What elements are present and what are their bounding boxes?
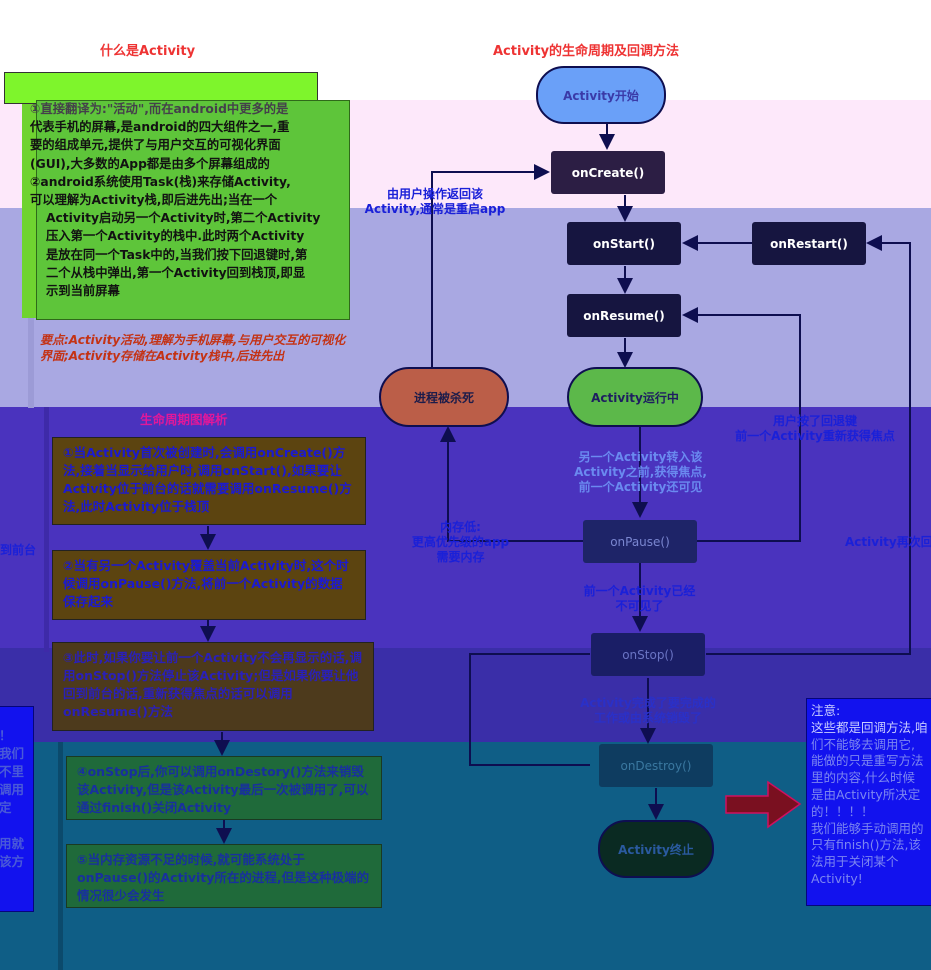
low-mem-line-3: 需要内存: [436, 550, 485, 564]
activity-start-node: Activity开始: [536, 66, 666, 124]
intro-box-side: [22, 104, 36, 318]
fragment-line: 定: [0, 800, 12, 815]
step-box-2: ②当有另一个Activity覆盖当前Activity时,这个时候调用onPaus…: [52, 550, 366, 620]
another-line-2: Activity之前,获得焦点,: [574, 465, 707, 479]
intro-line: 可以理解为Activity栈,即后进先出;当在一个: [30, 193, 278, 208]
fragment-line: 该方: [0, 854, 25, 869]
low-memory-label: 内存低: 更高优先级的app 需要内存: [398, 520, 523, 565]
activity-running-node: Activity运行中: [567, 367, 703, 427]
intro-line: 是放在同一个Task中的,当我们按下回退键时,第: [46, 247, 308, 262]
left-fragment-box: ！ 我们 不里 调用 定 用就 该方: [0, 706, 34, 912]
note-box: 注意: 这些都是回调方法,咱 们不能够去调用它, 能做的只是重写方法 里的内容,…: [806, 698, 931, 906]
fragment-line: 我们: [0, 746, 25, 761]
step-box-1: ①当Activity首次被创建时,会调用onCreate()方法,接着当显示给用…: [52, 437, 366, 525]
note-line: 能做的只是重写方法: [811, 753, 924, 769]
note-line: Activity!: [811, 870, 863, 886]
note-line: 我们能够手动调用的: [811, 820, 924, 836]
onstart-node: onStart(): [567, 222, 681, 265]
onrestart-node: onRestart(): [752, 222, 866, 265]
onresume-node: onResume(): [567, 294, 681, 337]
key-point: 要点:Activity活动,理解为手机屏幕,与用户交互的可视化界面;Activi…: [40, 333, 346, 363]
note-line: 法用于关闭某个: [811, 854, 899, 870]
user-back-line-2: 前一个Activity重新获得焦点: [735, 429, 895, 443]
note-line: 这些都是回调方法,咱: [811, 719, 928, 735]
onpause-node: onPause(): [583, 520, 697, 563]
back-return-line-1: 由用户操作返回该: [386, 187, 483, 201]
activity-end-node: Activity终止: [598, 820, 714, 878]
band-divider: [58, 742, 63, 970]
not-visible-label: 前一个Activity已经 不可见了: [572, 584, 707, 614]
note-line: 们不能够去调用它,: [811, 736, 915, 752]
another-line-1: 另一个Activity转入该: [578, 450, 703, 464]
note-line: 是由Activity所决定: [811, 786, 921, 802]
intro-line: ①直接翻译为:"活动",而在android中更多的是: [30, 102, 289, 116]
oncreate-node: onCreate(): [551, 151, 665, 194]
step-box-4: ④onStop后,你可以调用onDestory()方法来销毁该Activity,…: [66, 756, 382, 820]
ondestroy-node: onDestroy(): [599, 744, 713, 787]
finished-line-1: Activity完成了要完成的: [580, 696, 716, 710]
intro-line: (GUI),大多数的App都是由多个屏幕组成的: [30, 156, 270, 171]
intro-line: 压入第一个Activity的栈中.此时两个Activity: [46, 229, 305, 244]
user-back-label: 用户按了回退键 前一个Activity重新获得焦点: [720, 414, 910, 444]
to-front-label: 到前台: [0, 543, 37, 557]
intro-line: 要的组成单元,提供了与用户交互的可视化界面: [30, 138, 281, 153]
low-mem-line-2: 更高优先级的app: [411, 535, 510, 549]
lifecycle-heading: 生命周期图解析: [140, 412, 228, 427]
another-activity-label: 另一个Activity转入该 Activity之前,获得焦点, 前一个Activ…: [563, 450, 718, 495]
fragment-line: 用就: [0, 836, 25, 851]
note-line: 只有finish()方法,该: [811, 837, 921, 853]
fragment-line: ！: [0, 728, 12, 743]
user-back-line-1: 用户按了回退键: [772, 414, 857, 428]
finished-label: Activity完成了要完成的 工作或由系统销毁了: [568, 696, 728, 726]
intro-line: 示到当前屏幕: [46, 284, 120, 299]
another-line-3: 前一个Activity还可见: [578, 480, 703, 494]
fragment-line: 调用: [0, 782, 25, 797]
band-divider: [44, 407, 49, 652]
intro-box: [36, 100, 350, 320]
intro-line: 代表手机的屏幕,是android的四大组件之一,重: [30, 120, 290, 135]
intro-line: ②android系统使用Task(栈)来存储Activity,: [30, 174, 291, 189]
again-front-label: Activity再次回: [845, 535, 931, 549]
intro-text: ①直接翻译为:"活动",而在android中更多的是 代表手机的屏幕,是andr…: [30, 100, 352, 320]
low-mem-line-1: 内存低:: [440, 520, 481, 534]
note-line: 注意:: [811, 703, 841, 718]
right-arrow-icon: [725, 780, 802, 829]
back-return-line-2: Activity,通常是重启app: [364, 202, 506, 216]
not-visible-line-2: 不可见了: [615, 599, 664, 613]
fragment-line: 不里: [0, 764, 25, 779]
step-box-3: ③此时,如果你要让前一个Activity不会再显示的话,调用onStop()方法…: [52, 642, 374, 731]
step-box-5: ⑤当内存资源不足的时候,就可能系统处于onPause()的Activity所在的…: [66, 844, 382, 908]
note-line: 的！！！！: [811, 803, 874, 819]
not-visible-line-1: 前一个Activity已经: [583, 584, 696, 598]
finished-line-2: 工作或由系统销毁了: [593, 711, 702, 725]
intro-line: Activity启动另一个Activity时,第二个Activity: [46, 211, 321, 226]
right-title: Activity的生命周期及回调方法: [493, 44, 680, 59]
left-title: 什么是Activity: [100, 44, 196, 59]
process-killed-node: 进程被杀死: [379, 367, 509, 427]
note-line: 里的内容,什么时候: [811, 770, 915, 786]
back-return-label: 由用户操作返回该 Activity,通常是重启app: [355, 187, 515, 217]
intro-line: 二个从栈中弹出,第一个Activity回到栈顶,即显: [46, 265, 306, 280]
onstop-node: onStop(): [591, 633, 705, 676]
